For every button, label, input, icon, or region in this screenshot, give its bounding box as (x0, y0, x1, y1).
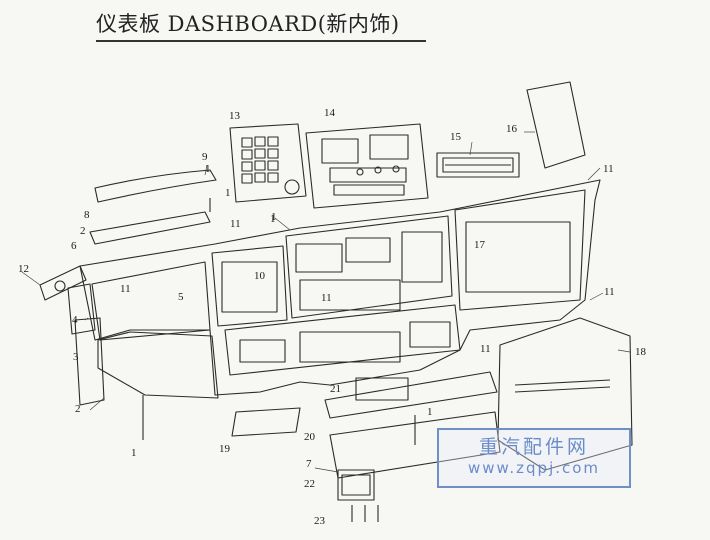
callout-11: 11 (230, 218, 241, 230)
callout-15: 15 (450, 131, 462, 143)
part-9-top-trim (94, 169, 217, 203)
callout-8: 8 (84, 209, 90, 221)
callout-11: 11 (120, 283, 131, 295)
callout-1: 1 (205, 163, 211, 175)
callout-11: 11 (603, 163, 614, 175)
part-22-storage-box (337, 469, 375, 501)
callout-12: 12 (18, 263, 29, 275)
callout-23: 23 (314, 515, 326, 527)
callout-1: 1 (225, 187, 231, 199)
part-20-lower-panel (329, 411, 501, 479)
callout-14: 14 (324, 107, 336, 119)
part-13-switch-panel (229, 123, 307, 203)
callout-1: 1 (271, 211, 277, 223)
dashboard-main-body (39, 179, 601, 406)
part-15-vent-strip (436, 152, 520, 178)
callout-1: 1 (131, 447, 137, 459)
callout-21: 21 (330, 383, 341, 395)
watermark-url: www.zqpj.com (467, 459, 601, 477)
callout-11: 11 (321, 292, 332, 304)
callout-1: 1 (270, 213, 276, 225)
callout-2: 2 (80, 225, 86, 237)
callout-11: 11 (480, 343, 491, 355)
part-14-center-faceplate (305, 123, 429, 209)
callout-4: 4 (72, 314, 78, 326)
part-1-screws (142, 198, 416, 445)
callout-10: 10 (254, 270, 266, 282)
part-16-cover-panel (526, 81, 586, 169)
callout-22: 22 (304, 478, 315, 490)
part-21-pocket (355, 377, 409, 401)
page-title: 仪表板 DASHBOARD(新内饰) (96, 12, 400, 36)
callout-19: 19 (219, 443, 231, 455)
callout-9: 9 (202, 151, 208, 163)
part-21-trim-strip (324, 371, 498, 419)
callout-13: 13 (229, 110, 241, 122)
callout-17: 17 (474, 239, 486, 251)
callout-11: 11 (604, 286, 615, 298)
callout-3: 3 (73, 351, 79, 363)
part-8-gauge-trim (89, 211, 211, 245)
callout-5: 5 (178, 291, 184, 303)
callout-20: 20 (304, 431, 316, 443)
callout-2: 2 (75, 403, 81, 415)
callout-16: 16 (506, 123, 518, 135)
watermark-box: 重汽配件网 www.zqpj.com (437, 428, 631, 488)
watermark-site-name: 重汽配件网 (478, 436, 589, 458)
callout-6: 6 (71, 240, 77, 252)
part-19-small-vent (231, 407, 301, 437)
title-underline (96, 40, 426, 42)
callout-18: 18 (635, 346, 647, 358)
callout-7: 7 (306, 458, 312, 470)
callout-1: 1 (427, 406, 433, 418)
part-23-fasteners (351, 505, 379, 522)
